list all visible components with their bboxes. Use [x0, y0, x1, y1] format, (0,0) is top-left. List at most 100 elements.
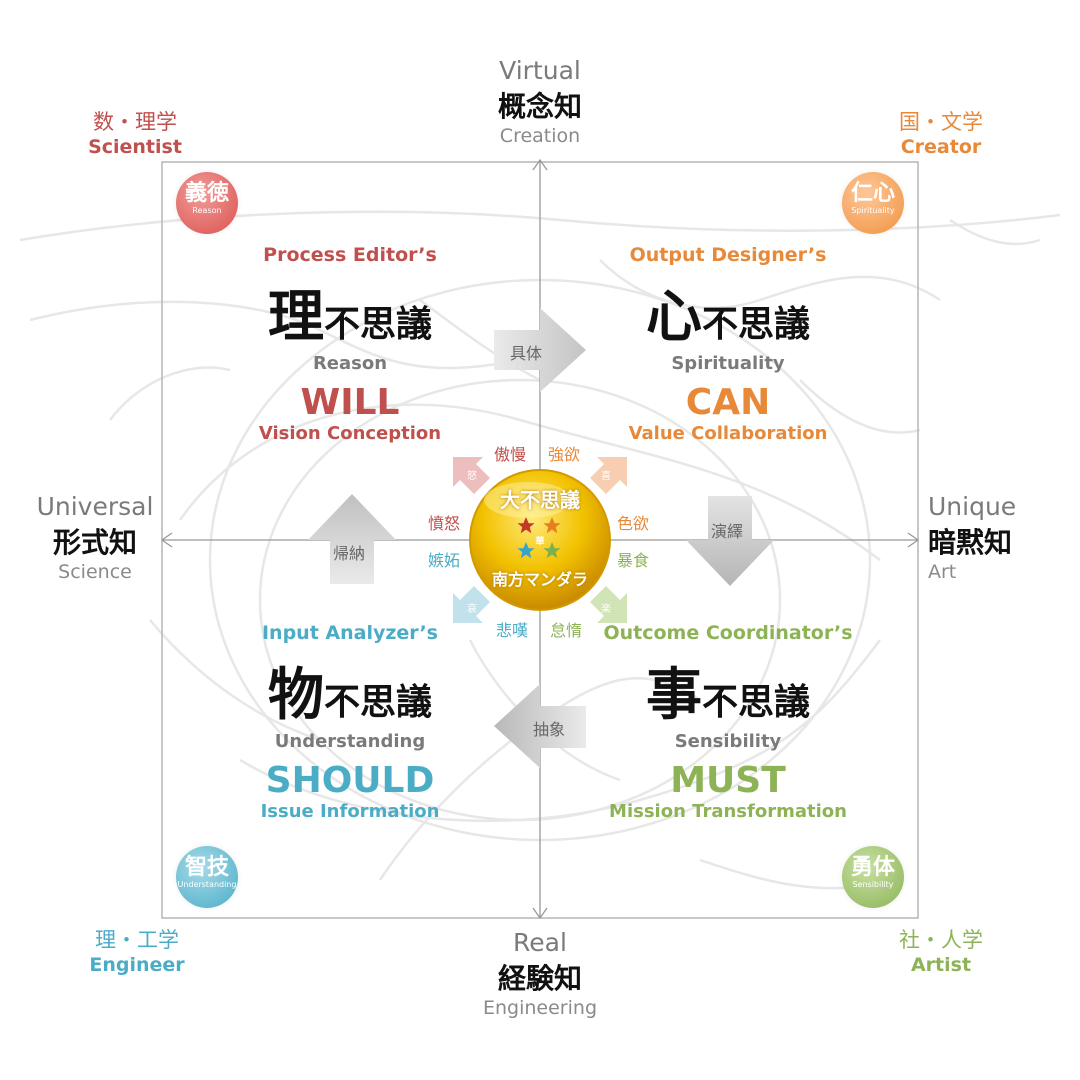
small-arrow-bl-label: 哀	[467, 604, 477, 615]
small-arrow-tr	[590, 457, 627, 494]
badge-bl-jp: 智技	[184, 855, 229, 880]
quadrant-tr-eng: Spirituality	[671, 353, 785, 374]
axis-bottom-jp: 経験知	[497, 962, 582, 995]
badge-bl-en: Understanding	[177, 880, 237, 889]
small-arrow-tl	[453, 457, 490, 494]
axis-left-sub: Science	[58, 561, 132, 583]
corner-br: 社・人学 Artist	[866, 924, 1016, 976]
quadrant-tl-sub: Vision Conception	[258, 423, 442, 444]
axis-left-jp: 形式知	[52, 526, 137, 559]
quadrant-br-keyword: MUST	[670, 760, 786, 801]
axis-top-jp: 概念知	[497, 90, 582, 123]
axis-right: Unique 暗黙知 Art	[928, 492, 1068, 583]
axis-bottom: Real 経験知 Engineering	[440, 928, 640, 1019]
flow-label-left: 抽象	[533, 720, 566, 739]
quadrant-tr-keyword: CAN	[685, 382, 771, 423]
corner-br-en: Artist	[910, 954, 972, 976]
small-arrow-tl-label: 怒	[467, 471, 477, 482]
center-bottom-text: 南方マンダラ	[491, 570, 588, 589]
arrow-left-abstraction	[494, 684, 586, 768]
badge-tr-jp: 仁心	[850, 181, 895, 206]
quadrant-tl-keyword: WILL	[300, 382, 400, 423]
flow-label-right: 具体	[510, 344, 543, 363]
badge-tr-en: Spirituality	[851, 206, 895, 215]
emotion-tl-top: 傲慢	[494, 445, 527, 464]
quadrant-br-k2: 不思議	[701, 682, 810, 723]
quadrant-tl-eng: Reason	[312, 353, 388, 374]
quadrant-tl-k1: 理	[267, 285, 324, 350]
badge-tl-en: Reason	[192, 206, 222, 215]
emotion-br-bottom: 怠惰	[550, 621, 583, 640]
corner-br-jp: 社・人学	[899, 928, 983, 952]
axis-right-jp: 暗黙知	[928, 526, 1013, 559]
quadrant-bl-k2: 不思議	[323, 682, 432, 723]
badge-bl: 智技 Understanding	[176, 846, 238, 908]
quadrant-br-eng: Sensibility	[674, 731, 782, 752]
quadrant-tr-sub: Value Collaboration	[628, 423, 828, 444]
small-arrow-br-label: 楽	[601, 604, 611, 615]
badge-tr: 仁心 Spirituality	[842, 172, 904, 234]
quadrant-br-k1: 事	[645, 663, 702, 728]
arrow-down-deduction	[686, 496, 774, 586]
badge-tl-jp: 義徳	[184, 181, 229, 206]
corner-tr-en: Creator	[900, 136, 982, 158]
badge-br-en: Sensibility	[852, 880, 894, 889]
quadrant-bl-title: 物不思議	[210, 650, 490, 731]
axis-right-sub: Art	[928, 561, 957, 583]
corner-tl: 数・理学 Scientist	[60, 106, 210, 158]
quadrant-tl-role: Process Editor’s	[263, 244, 437, 266]
corner-tl-jp: 数・理学	[93, 110, 177, 134]
axis-top-sub: Creation	[499, 125, 581, 147]
quadrant-br-title: 事不思議	[588, 650, 868, 731]
quadrant-tr-title: 心不思議	[588, 272, 868, 353]
quadrant-bl-sub: Issue Information	[260, 801, 440, 822]
emotion-tr-side: 色欲	[617, 514, 650, 533]
quadrant-bl-role: Input Analyzer’s	[261, 622, 438, 644]
small-arrow-br	[590, 586, 627, 623]
quadrant-bl: Input Analyzer’s 物不思議 Understanding SHOU…	[210, 622, 490, 822]
axis-left: Universal 形式知 Science	[22, 492, 168, 583]
small-arrow-bl	[453, 586, 490, 623]
small-arrow-tr-label: 喜	[601, 471, 611, 482]
quadrant-tr: Output Designer’s 心不思議 Spirituality CAN …	[588, 244, 868, 444]
center-circle	[469, 469, 611, 611]
quadrant-tr-k2: 不思議	[701, 304, 810, 345]
corner-tr: 国・文学 Creator	[866, 106, 1016, 158]
center-stars	[517, 517, 561, 559]
emotion-bl-side: 嫉妬	[428, 551, 461, 570]
arrow-right-concrete	[494, 308, 586, 392]
emotion-br-side: 暴食	[617, 551, 650, 570]
badge-tl: 義徳 Reason	[176, 172, 238, 234]
axis-left-en: Universal	[36, 492, 154, 521]
axis-bottom-en: Real	[513, 928, 567, 957]
quadrant-br: Outcome Coordinator’s 事不思議 Sensibility M…	[588, 622, 868, 822]
center-top-text: 大不思議	[500, 488, 580, 512]
axis-bottom-sub: Engineering	[483, 997, 597, 1019]
quadrant-bl-keyword: SHOULD	[265, 760, 435, 801]
quadrant-br-sub: Mission Transformation	[609, 801, 847, 822]
quadrant-tl-k2: 不思議	[323, 304, 432, 345]
background-sketch	[19, 210, 1061, 890]
quadrant-tl-title: 理不思議	[210, 272, 490, 353]
quadrant-tr-role: Output Designer’s	[629, 244, 827, 266]
badge-br: 勇体 Sensibility	[842, 846, 904, 908]
axis-top: Virtual 概念知 Creation	[440, 56, 640, 147]
quadrant-bl-k1: 物	[267, 663, 324, 728]
flow-label-up: 帰納	[333, 544, 366, 563]
quadrant-tr-k1: 心	[645, 285, 702, 350]
corner-bl: 理・工学 Engineer	[62, 924, 212, 976]
corner-tr-jp: 国・文学	[899, 110, 983, 134]
quadrant-tl: Process Editor’s 理不思議 Reason WILL Vision…	[210, 244, 490, 444]
corner-bl-en: Engineer	[89, 954, 185, 976]
corner-tl-en: Scientist	[88, 136, 182, 158]
quadrant-bl-eng: Understanding	[274, 731, 426, 752]
arrow-up-induction	[308, 494, 396, 584]
center-middle-text: 華	[535, 537, 545, 547]
quadrant-br-role: Outcome Coordinator’s	[603, 622, 853, 644]
emotion-bl-bottom: 悲嘆	[496, 621, 529, 640]
emotion-tl-side: 憤怒	[428, 514, 461, 533]
badge-br-jp: 勇体	[850, 855, 895, 880]
axis-top-en: Virtual	[499, 56, 581, 85]
emotion-tr-top: 強欲	[548, 445, 581, 464]
